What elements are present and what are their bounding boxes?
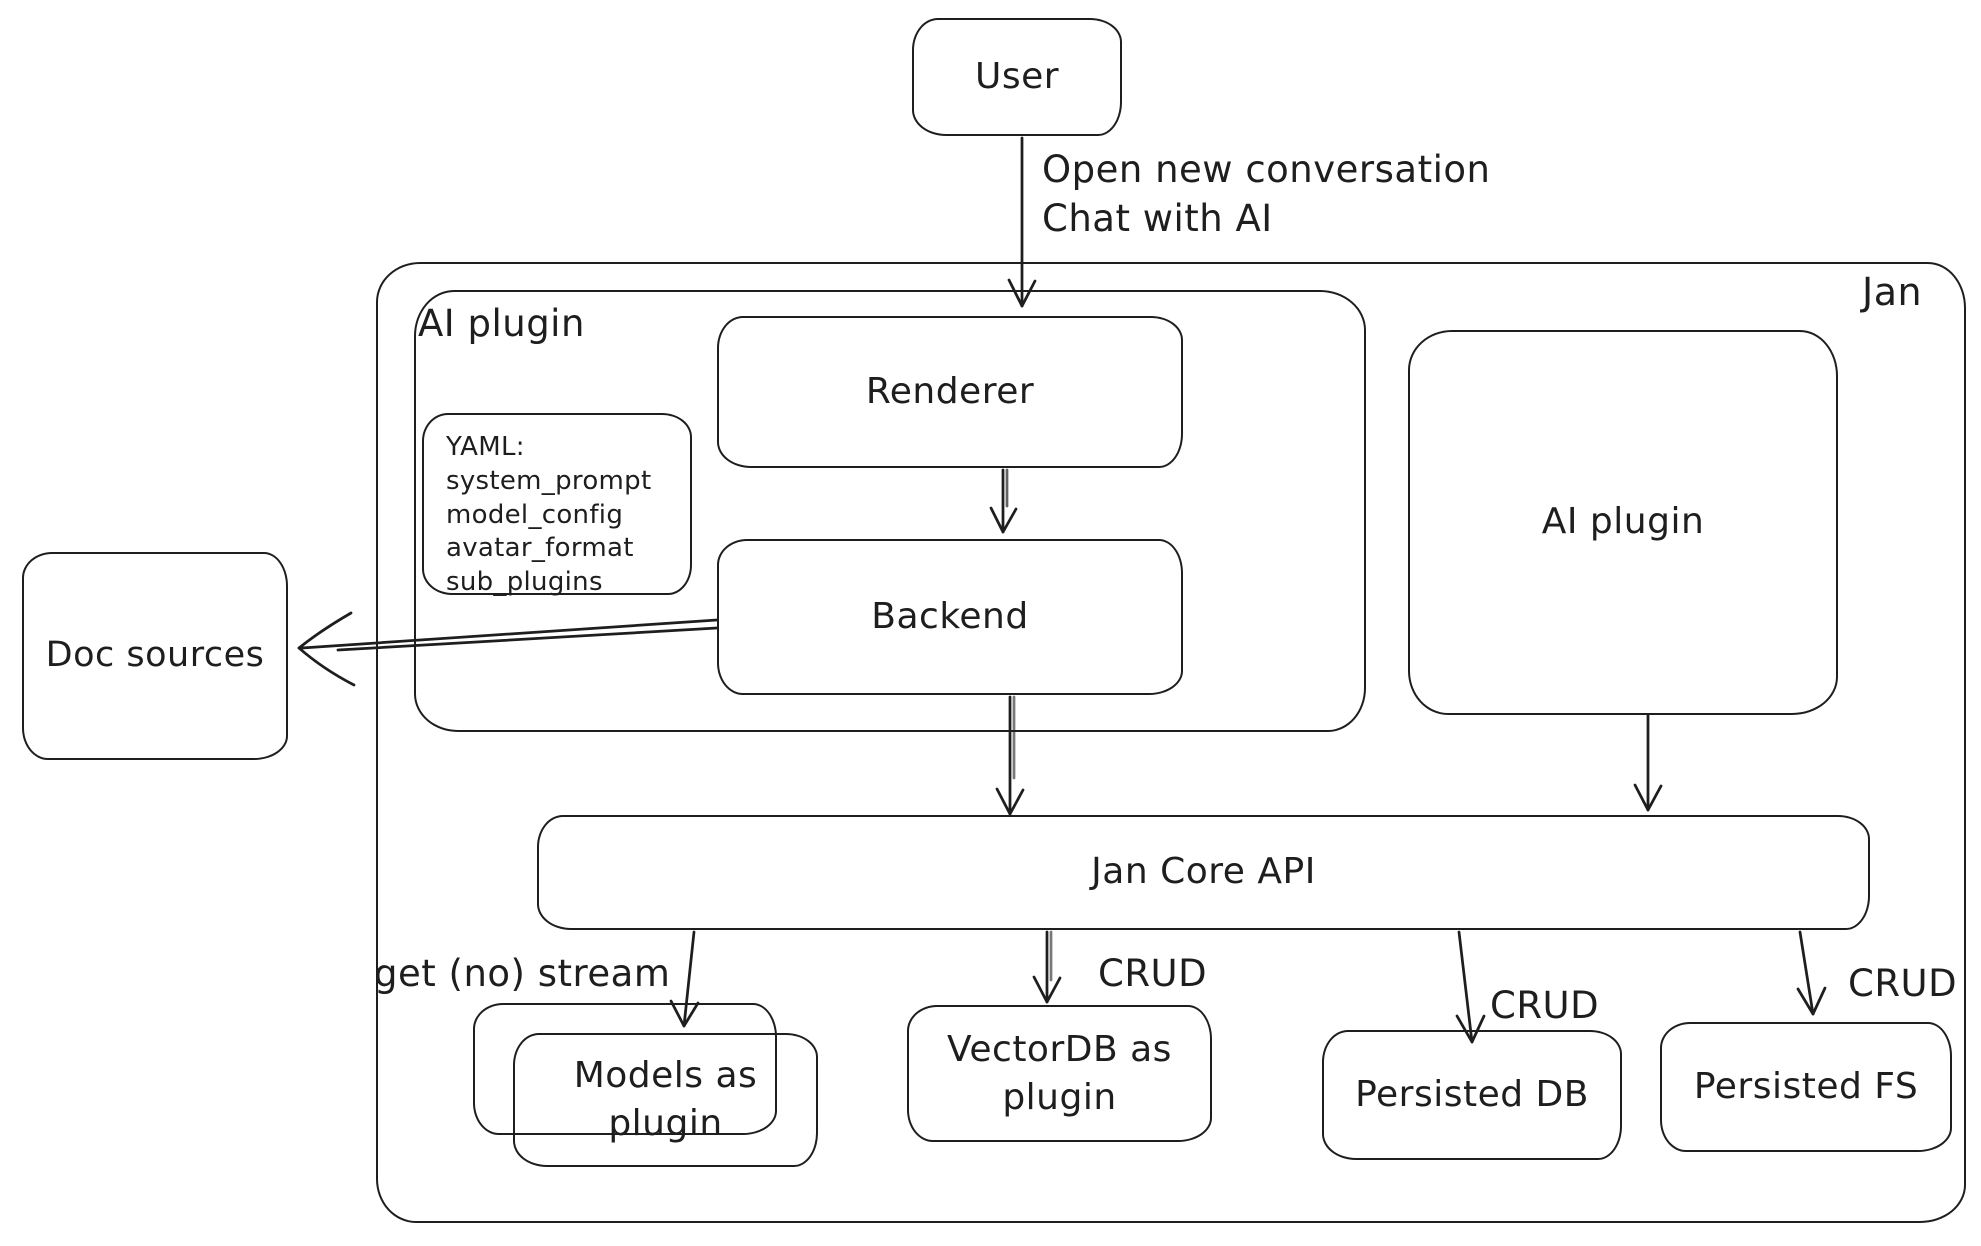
models-as-plugin-label-line1: Models as <box>573 1055 758 1097</box>
doc-sources-node-label: Doc sources <box>45 635 265 676</box>
edge-label-get-no-stream: get (no) stream <box>374 952 671 995</box>
renderer-node: Renderer <box>717 316 1183 468</box>
persisted-fs-node-label: Persisted FS <box>1693 1065 1919 1107</box>
edge-label-crud-persisted-db: CRUD <box>1490 984 1600 1027</box>
doc-sources-node: Doc sources <box>22 552 288 760</box>
vectordb-label-line2: plugin <box>1002 1076 1117 1118</box>
vectordb-node: VectorDB as plugin <box>907 1005 1212 1142</box>
jan-container-label: Jan <box>1862 270 1923 314</box>
edge-label-crud-persisted-fs: CRUD <box>1848 962 1958 1005</box>
ai-plugin-container-label: AI plugin <box>418 302 585 345</box>
yaml-note-line: avatar_format <box>446 533 634 564</box>
vectordb-node-label: VectorDB as plugin <box>947 1026 1172 1121</box>
persisted-fs-node: Persisted FS <box>1660 1022 1952 1152</box>
ai-plugin-right-node-label: AI plugin <box>1541 501 1705 543</box>
edge-label-open-conversation: Open new conversation Chat with AI <box>1042 146 1490 244</box>
models-as-plugin-label-line2: plugin <box>608 1103 723 1144</box>
ai-plugin-container <box>414 290 1366 732</box>
backend-node-label: Backend <box>871 595 1029 637</box>
backend-node: Backend <box>717 539 1183 695</box>
jan-core-api-node: Jan Core API <box>537 815 1870 930</box>
yaml-note-line: system_prompt <box>446 465 652 496</box>
jan-container <box>376 262 1966 1223</box>
user-node: User <box>912 18 1122 136</box>
yaml-note-line: YAML: <box>446 432 525 462</box>
vectordb-label-line1: VectorDB as <box>947 1028 1172 1070</box>
models-as-plugin-node-back <box>473 1003 777 1135</box>
edge-label-crud-vectordb: CRUD <box>1098 952 1208 995</box>
models-as-plugin-label: Models as plugin <box>574 1052 758 1147</box>
jan-core-api-node-label: Jan Core API <box>1091 851 1316 893</box>
yaml-note: YAML: system_prompt model_config avatar_… <box>422 413 692 597</box>
edge-label-line2: Chat with AI <box>1042 196 1273 240</box>
models-as-plugin-node: Models as plugin <box>513 1033 818 1167</box>
yaml-note-line: model_config <box>446 499 624 530</box>
renderer-node-label: Renderer <box>865 370 1035 412</box>
user-node-label: User <box>974 55 1060 97</box>
edge-label-line1: Open new conversation <box>1042 148 1491 191</box>
yaml-note-line: sub_plugins <box>446 567 603 598</box>
ai-plugin-right-node: AI plugin <box>1408 330 1838 715</box>
persisted-db-node: Persisted DB <box>1322 1030 1622 1160</box>
persisted-db-node-label: Persisted DB <box>1355 1073 1589 1115</box>
